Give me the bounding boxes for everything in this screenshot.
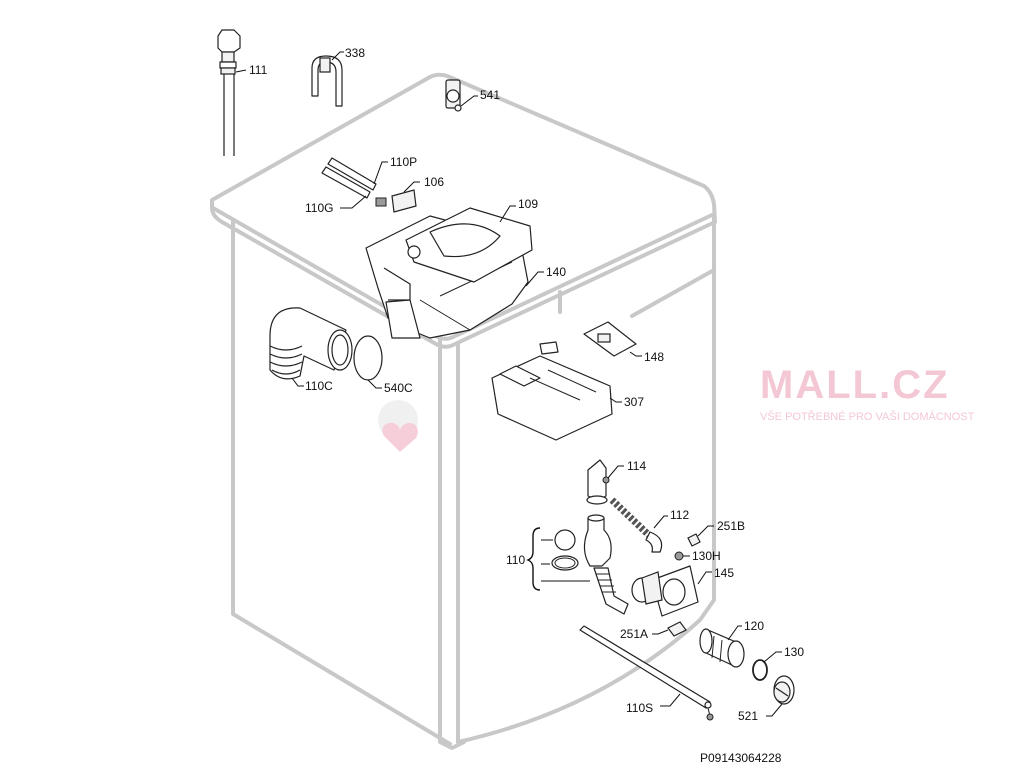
watermark-mascot-icon [378,400,418,452]
part-120[interactable]: 120 [699,619,764,668]
part-111[interactable]: 111 [217,29,268,156]
label-110: 110 [506,553,525,567]
part-109[interactable]: 109 [405,197,538,283]
part-307[interactable]: 307 [491,341,644,441]
label-109: 109 [518,197,538,211]
part-251A[interactable]: 251A [620,621,687,641]
label-130: 130 [784,645,804,659]
part-114[interactable]: 114 [586,459,646,505]
watermark: MALL.CZ VŠE POTŘEBNÉ PRO VAŠI DOMÁCNOST [378,363,975,452]
label-251B: 251B [717,519,745,533]
label-540C: 540C [384,381,413,395]
part-541[interactable]: 541 [445,79,500,112]
label-541: 541 [480,88,500,102]
part-130[interactable]: 130 [752,645,804,681]
label-110G: 110G [305,201,333,215]
label-111: 111 [249,63,268,77]
part-112[interactable]: 112 [609,497,689,553]
part-148[interactable]: 148 [583,321,664,364]
label-130H: 130H [692,549,721,563]
label-120: 120 [744,619,764,633]
label-251A: 251A [620,627,648,641]
part-130H[interactable]: 130H [674,549,721,563]
part-106[interactable]: 106 [375,175,444,213]
watermark-brand: MALL.CZ [760,363,950,407]
label-148: 148 [644,350,664,364]
label-112: 112 [670,508,689,522]
part-110S[interactable]: 110S [579,625,714,721]
label-106: 106 [424,175,444,189]
label-521: 521 [738,709,758,723]
label-114: 114 [627,459,646,473]
drawing-code: P09143064228 [700,751,782,765]
part-145[interactable]: 145 [631,565,734,617]
part-110P[interactable]: 110P [327,155,417,191]
part-110[interactable]: 110 [506,514,629,615]
label-110P: 110P [390,155,417,169]
label-110C: 110C [305,379,333,393]
part-338[interactable]: 338 [311,46,365,107]
machine-outline [210,72,717,750]
label-110S: 110S [626,701,653,715]
part-110C[interactable]: 110C [269,307,353,393]
part-540C[interactable]: 540C [353,335,413,395]
label-307: 307 [624,395,644,409]
label-338: 338 [345,46,365,60]
part-110G[interactable]: 110G [305,166,371,215]
part-251B[interactable]: 251B [687,519,745,547]
label-140: 140 [546,265,566,279]
watermark-tagline: VŠE POTŘEBNÉ PRO VAŠI DOMÁCNOST [760,410,975,423]
part-521[interactable]: 521 [738,675,795,723]
label-145: 145 [714,566,734,580]
